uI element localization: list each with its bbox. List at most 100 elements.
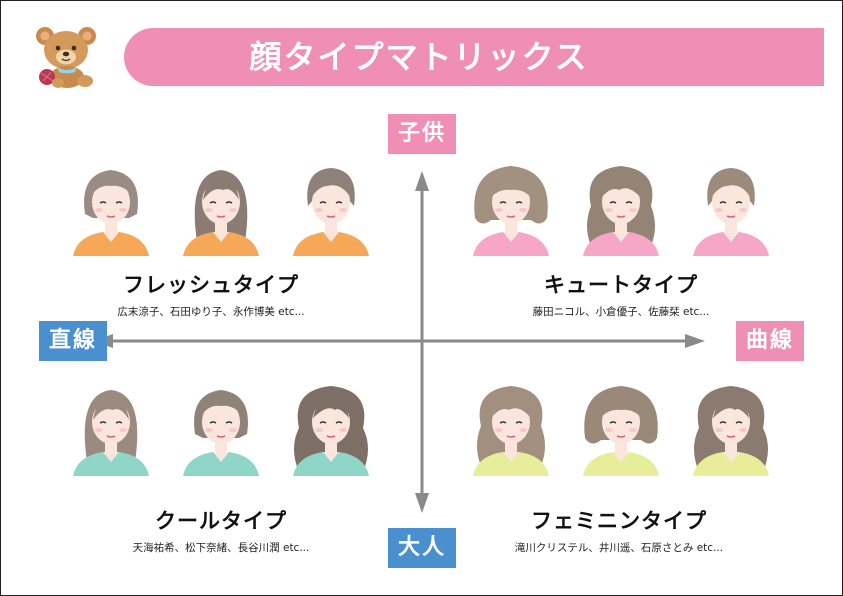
- right-eye: [625, 421, 633, 424]
- neckline: [213, 452, 229, 462]
- left-eye: [499, 201, 507, 204]
- face-shape: [492, 180, 530, 224]
- examples-feminine: 滝川クリステル、井川遥、石原さとみ etc...: [514, 542, 724, 554]
- left-cheek: [95, 208, 103, 212]
- right-eye: [115, 421, 123, 424]
- hair-bangs: [711, 171, 751, 198]
- neckline: [213, 232, 229, 242]
- portrait-cool-2: [183, 390, 259, 476]
- right-cheek: [119, 208, 127, 212]
- face-shape: [602, 400, 640, 444]
- shirt: [583, 232, 659, 256]
- portrait-fresh-3: [293, 168, 369, 256]
- portrait-feminine-2: [583, 386, 659, 476]
- left-cheek: [205, 428, 213, 432]
- hair-bangs: [597, 391, 645, 422]
- left-eye: [99, 421, 107, 424]
- shirt: [693, 232, 769, 256]
- left-cheek: [715, 428, 723, 432]
- left-eye: [609, 421, 617, 424]
- hair-bangs: [487, 171, 535, 202]
- shirt: [73, 452, 149, 476]
- portrait-cute-2: [583, 166, 659, 256]
- portrait-cool-3: [293, 386, 369, 476]
- hair-bangs: [201, 394, 243, 416]
- right-eye: [225, 421, 233, 424]
- right-cheek: [339, 428, 347, 432]
- left-cheek: [495, 208, 503, 212]
- face-shape: [712, 400, 750, 444]
- examples-cute: 藤田ニコル、小倉優子、佐藤栞 etc...: [532, 306, 710, 318]
- right-eye: [115, 201, 123, 204]
- portrait-feminine-1: [473, 386, 549, 476]
- right-eye: [735, 201, 743, 204]
- mouth: [506, 215, 516, 218]
- hair-bangs: [713, 392, 749, 418]
- left-eye: [609, 201, 617, 204]
- right-eye: [515, 201, 523, 204]
- left-eye: [499, 421, 507, 424]
- hair-bangs: [313, 392, 349, 418]
- right-eye: [225, 201, 233, 204]
- mouth: [106, 435, 116, 438]
- mouth: [616, 435, 626, 438]
- mouth: [506, 435, 516, 438]
- right-cheek: [629, 208, 637, 212]
- shirt: [583, 452, 659, 476]
- portrait-cute-3: [693, 168, 769, 256]
- face-shape: [92, 180, 130, 224]
- neckline: [323, 452, 339, 462]
- left-cheek: [605, 208, 613, 212]
- shirt: [73, 232, 149, 256]
- shirt: [183, 452, 259, 476]
- axis-label-left: 直線: [39, 321, 107, 361]
- arrow-up-icon: [415, 171, 429, 191]
- mouth: [216, 215, 226, 218]
- face-shape: [712, 180, 750, 224]
- neckline: [103, 452, 119, 462]
- right-eye: [335, 421, 343, 424]
- teddy-bear-icon: [36, 27, 96, 88]
- right-eye: [335, 201, 343, 204]
- right-cheek: [629, 428, 637, 432]
- right-cheek: [519, 428, 527, 432]
- type-name-feminine: フェミニンタイプ: [531, 509, 707, 533]
- page-title: 顔タイプマトリックス: [249, 38, 589, 76]
- left-eye: [99, 201, 107, 204]
- hair-bangs: [203, 174, 239, 200]
- left-eye: [319, 421, 327, 424]
- left-cheek: [605, 428, 613, 432]
- neckline: [613, 452, 629, 462]
- hair-bangs: [311, 171, 351, 198]
- left-cheek: [95, 428, 103, 432]
- portrait-fresh-1: [73, 170, 149, 256]
- left-eye: [209, 201, 217, 204]
- mouth: [726, 435, 736, 438]
- hair-bangs: [491, 392, 531, 418]
- arrow-down-icon: [415, 493, 429, 513]
- hair-bangs: [601, 172, 641, 198]
- arrow-right-icon: [685, 334, 705, 348]
- right-eye: [735, 421, 743, 424]
- shirt: [293, 232, 369, 256]
- shirt: [473, 452, 549, 476]
- shirt: [473, 232, 549, 256]
- left-cheek: [315, 428, 323, 432]
- left-eye: [719, 201, 727, 204]
- axis-label-bottom: 大人: [388, 528, 456, 568]
- left-eye: [719, 421, 727, 424]
- mouth: [726, 215, 736, 218]
- right-cheek: [519, 208, 527, 212]
- right-eye: [515, 421, 523, 424]
- mouth: [616, 215, 626, 218]
- face-shape: [202, 400, 240, 444]
- face-shape: [602, 180, 640, 224]
- examples-cool: 天海祐希、松下奈緒、長谷川潤 etc...: [132, 542, 310, 554]
- neckline: [613, 232, 629, 242]
- left-eye: [209, 421, 217, 424]
- neckline: [503, 452, 519, 462]
- neckline: [723, 232, 739, 242]
- mouth: [326, 215, 336, 218]
